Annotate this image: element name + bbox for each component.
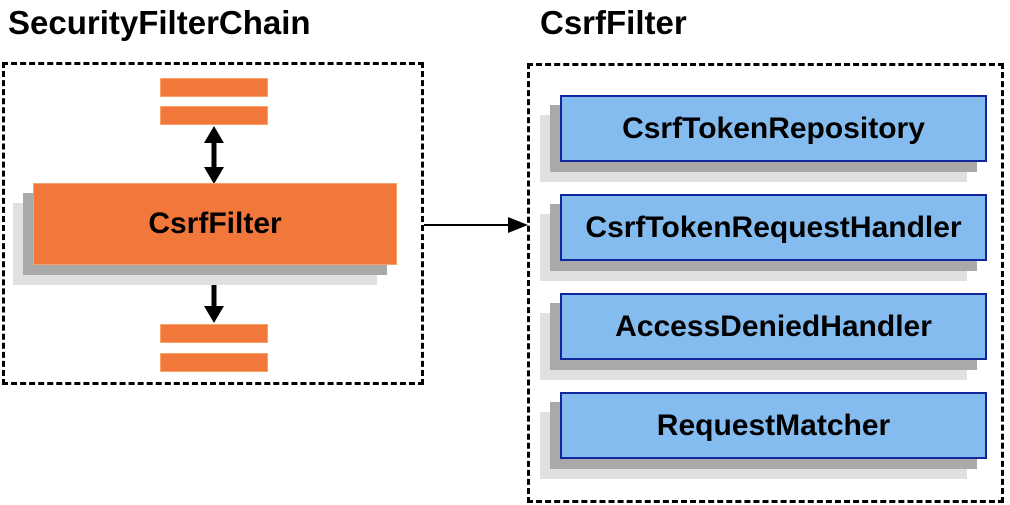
component-box-access-denied-handler: AccessDeniedHandler [560, 293, 987, 360]
right-arrow-icon [424, 217, 528, 233]
component-label: CsrfTokenRequestHandler [585, 210, 962, 244]
filter-placeholder-bar [160, 78, 268, 97]
component-box-csrf-token-repository: CsrfTokenRepository [560, 95, 987, 162]
component-label: RequestMatcher [656, 408, 891, 442]
filter-placeholder-bar [160, 353, 268, 372]
csrf-filter-components-panel [527, 63, 1004, 503]
component-label: CsrfTokenRepository [622, 111, 925, 145]
csrf-filter-box: CsrfFilter [33, 183, 397, 265]
filter-placeholder-bar [160, 106, 268, 125]
component-box-request-matcher: RequestMatcher [560, 392, 987, 459]
csrf-filter-title: CsrfFilter [540, 4, 687, 41]
bidirectional-arrow-icon-bottom [204, 265, 224, 323]
bidirectional-arrow-icon-top [204, 126, 224, 184]
security-filter-chain-title: SecurityFilterChain [8, 4, 311, 41]
component-label: AccessDeniedHandler [615, 309, 932, 343]
csrf-filter-box-label: CsrfFilter [148, 207, 282, 240]
component-box-csrf-token-request-handler: CsrfTokenRequestHandler [560, 194, 987, 261]
filter-placeholder-bar [160, 324, 268, 343]
security-filter-chain-panel [2, 62, 424, 385]
